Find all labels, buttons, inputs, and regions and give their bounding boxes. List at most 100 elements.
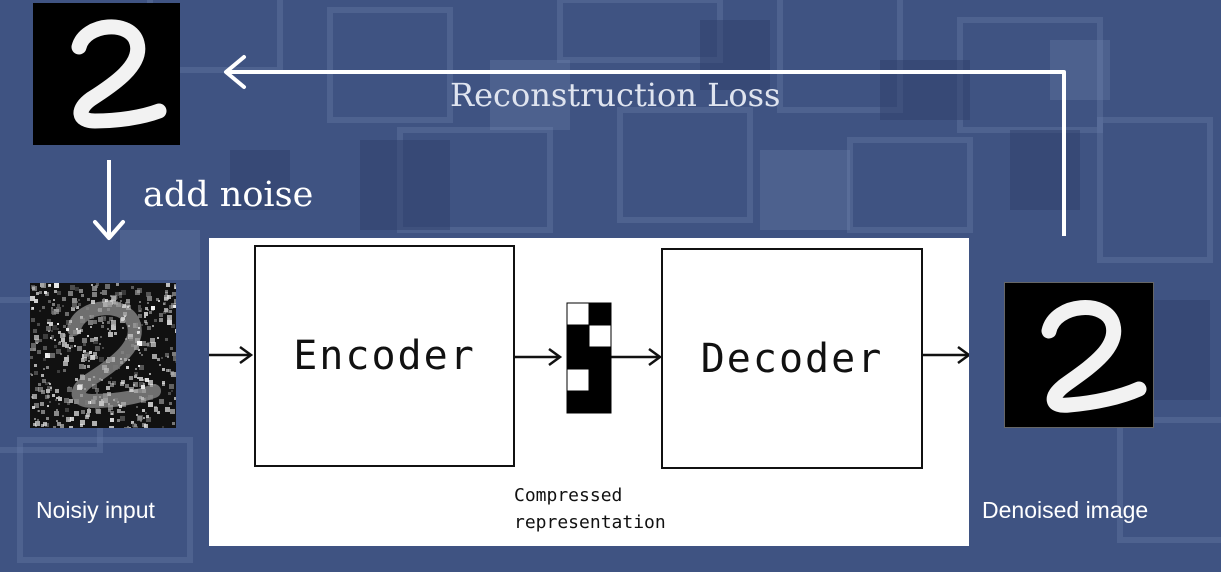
noise-speckle [32, 394, 37, 399]
noise-speckle [115, 296, 118, 299]
noise-speckle [120, 416, 125, 421]
noise-speckle [34, 335, 39, 340]
noise-speckle [172, 422, 175, 425]
latent-cell [588, 302, 612, 326]
noise-speckle [48, 382, 50, 384]
noise-speckle [128, 325, 130, 327]
noise-speckle [134, 375, 137, 378]
noise-speckle [145, 378, 149, 382]
noise-speckle [157, 358, 160, 361]
noise-speckle [144, 320, 147, 323]
noise-speckle [134, 372, 138, 376]
noise-speckle [49, 322, 53, 326]
noise-speckle [144, 348, 147, 351]
noise-speckle [110, 377, 112, 379]
noise-speckle [57, 370, 60, 373]
noise-speckle [56, 349, 61, 354]
noise-speckle [64, 398, 69, 403]
noise-speckle [157, 337, 159, 339]
noise-speckle [52, 325, 57, 330]
noise-speckle [141, 397, 144, 400]
noise-speckle [66, 328, 69, 331]
noise-speckle [88, 360, 90, 362]
noise-speckle [46, 389, 50, 393]
noise-speckle [108, 371, 110, 373]
noise-speckle [120, 382, 124, 386]
noise-speckle [163, 303, 165, 305]
noise-speckle [107, 392, 111, 396]
noise-speckle [89, 315, 91, 317]
noise-speckle [162, 426, 164, 428]
noise-speckle [50, 387, 52, 389]
noise-speckle [145, 307, 148, 310]
noise-speckle [74, 411, 79, 416]
noise-speckle [116, 302, 121, 307]
noise-speckle [54, 309, 59, 314]
noise-speckle [101, 316, 106, 321]
noise-speckle [139, 396, 142, 399]
noise-speckle [34, 403, 39, 408]
noise-speckle [89, 351, 92, 354]
noise-speckle [87, 298, 90, 301]
noise-speckle [166, 369, 169, 372]
noise-speckle [102, 347, 104, 349]
noise-speckle [135, 290, 140, 295]
noise-speckle [165, 353, 169, 357]
noise-speckle [77, 330, 81, 334]
noise-speckle [88, 378, 91, 381]
noise-speckle [134, 389, 138, 393]
noise-speckle [140, 420, 142, 422]
noise-speckle [84, 388, 86, 390]
noise-speckle [57, 323, 59, 325]
noise-speckle [52, 303, 55, 306]
noise-speckle [62, 305, 64, 307]
noise-speckle [147, 296, 152, 301]
flow-arrows [209, 345, 969, 367]
noise-speckle [137, 331, 140, 334]
compressed-representation-caption: Compressed representation [514, 482, 666, 536]
noise-speckle [148, 402, 153, 407]
denoised-output-image [1004, 282, 1154, 428]
noise-speckle [139, 377, 143, 381]
noise-speckle [146, 292, 151, 297]
noise-speckle [53, 299, 55, 301]
noise-speckle [92, 421, 97, 426]
noise-speckle [175, 329, 176, 333]
noise-speckle [76, 328, 78, 330]
noise-speckle [71, 307, 75, 311]
noise-speckle [139, 382, 144, 387]
noise-speckle [54, 339, 56, 341]
noise-speckle [49, 383, 51, 385]
noise-speckle [126, 354, 130, 358]
noise-speckle [102, 290, 107, 295]
noise-speckle [136, 322, 141, 327]
noise-speckle [30, 296, 35, 301]
noise-speckle [111, 320, 116, 325]
noise-speckle [129, 337, 133, 341]
noise-speckle [48, 353, 50, 355]
noise-speckle [53, 426, 56, 428]
noise-speckle [126, 366, 129, 369]
original-digit-image [33, 3, 180, 145]
noise-speckle [94, 337, 98, 341]
encoder-block: Encoder [254, 245, 515, 467]
noise-speckle [129, 376, 133, 380]
noise-speckle [95, 356, 98, 359]
noise-speckle [121, 411, 123, 413]
encoder-label: Encoder [293, 333, 476, 379]
latent-cell [566, 346, 590, 370]
noise-speckle [49, 401, 51, 403]
caption-line-2: representation [514, 512, 666, 533]
noise-speckle [67, 348, 71, 352]
noise-speckle [103, 398, 108, 403]
noise-speckle [92, 384, 97, 389]
noise-speckle [168, 369, 171, 372]
noise-speckle [93, 396, 96, 399]
noise-speckle [159, 399, 164, 404]
noisy-input-label: Noisiy input [36, 497, 155, 523]
noise-speckle [135, 331, 137, 333]
noise-speckle [51, 330, 53, 332]
noise-speckle [122, 327, 124, 329]
noise-speckle [72, 303, 77, 308]
noise-speckle [121, 290, 126, 295]
